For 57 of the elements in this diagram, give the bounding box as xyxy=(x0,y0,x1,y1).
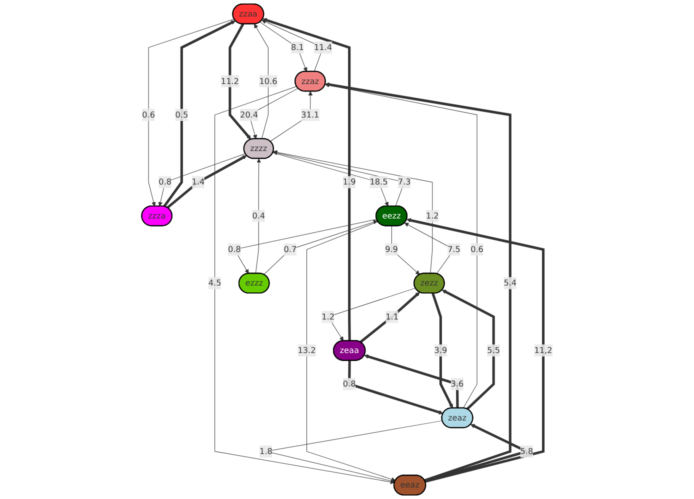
edge-label: 8.1 xyxy=(290,42,304,52)
arrow xyxy=(273,150,433,274)
edge-label: 9.9 xyxy=(385,244,398,254)
edge-label: 31.1 xyxy=(301,110,320,120)
arrow xyxy=(248,88,298,140)
edge-label: 0.4 xyxy=(252,210,266,220)
arrow xyxy=(262,18,351,341)
arrow xyxy=(442,290,495,410)
arrow xyxy=(158,153,246,206)
edge-label: 13.2 xyxy=(298,345,316,356)
edge-label: 0.8 xyxy=(158,177,172,187)
edge-label: 0.8 xyxy=(228,244,241,254)
edge-label: 20.4 xyxy=(240,110,258,120)
edge-label: 1.8 xyxy=(260,446,272,456)
edge-label: 11.4 xyxy=(314,42,332,52)
edge-label: 4.5 xyxy=(208,278,222,288)
edge-label: 7.3 xyxy=(398,177,411,187)
arrow xyxy=(214,86,395,484)
arrow xyxy=(166,155,247,209)
arrow xyxy=(260,22,308,72)
arrow xyxy=(228,23,252,140)
edge-label: 0.8 xyxy=(342,379,356,389)
edge-label: 1.9 xyxy=(342,177,356,187)
arrow xyxy=(432,292,453,408)
edge-label: 0.7 xyxy=(284,244,297,254)
arrow xyxy=(360,292,420,344)
edge-label: 0.6 xyxy=(470,244,484,254)
edge-label: 5.8 xyxy=(520,446,534,456)
arrow xyxy=(255,158,262,274)
edge-label: 0.6 xyxy=(142,110,155,120)
edge-label: 1.2 xyxy=(426,210,439,220)
arrow xyxy=(163,20,236,208)
arrow xyxy=(148,18,234,206)
arrow xyxy=(325,82,512,482)
edge-label: 1.2 xyxy=(322,312,334,322)
arrow xyxy=(324,83,478,408)
edge-label: 1.4 xyxy=(192,177,205,187)
edge-label: 7.5 xyxy=(448,244,460,254)
arrow xyxy=(348,360,444,414)
arrow xyxy=(391,226,420,275)
arrow xyxy=(270,91,313,142)
edge-label: 10.6 xyxy=(259,76,278,86)
edge-label: 1.1 xyxy=(386,312,398,322)
edge-label: 0.5 xyxy=(175,110,188,120)
arrow xyxy=(264,220,378,275)
edge-label: 5.4 xyxy=(504,278,517,288)
arrow xyxy=(306,221,396,482)
edge-label: 11.2 xyxy=(220,76,239,86)
arrow xyxy=(262,20,324,72)
edge-label: 5.5 xyxy=(487,345,500,356)
edge-label: 3.6 xyxy=(450,379,464,389)
arrow xyxy=(406,218,545,483)
arrow xyxy=(254,24,268,140)
edge-label: 3.9 xyxy=(434,345,448,356)
arrow xyxy=(364,354,459,408)
edge-label: 18.5 xyxy=(370,177,388,187)
edge-label: 11,2 xyxy=(534,345,552,356)
